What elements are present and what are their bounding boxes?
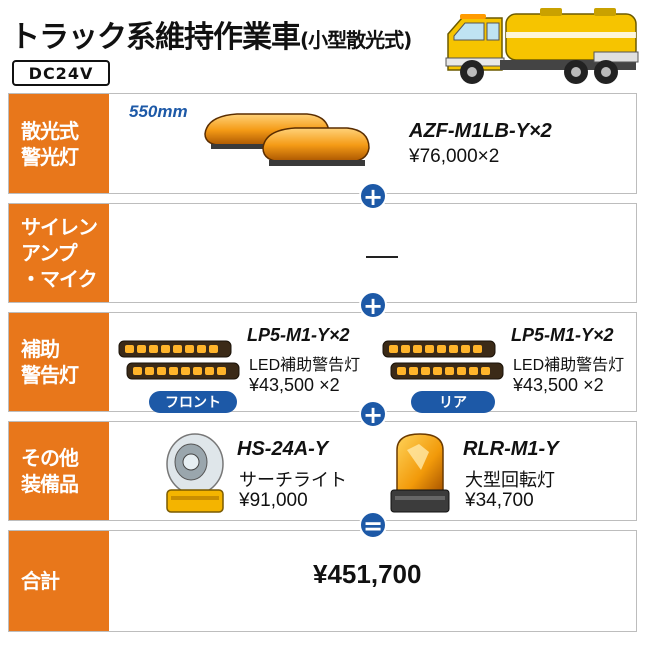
rear-tag: リア — [411, 391, 495, 413]
beacon-model: AZF-M1LB-Y×2 — [409, 120, 552, 142]
row-label: 合計 — [9, 531, 109, 631]
rotating-beacon-model: RLR-M1-Y — [463, 438, 559, 460]
truck-icon — [445, 8, 639, 84]
led-bar-icon — [382, 340, 504, 380]
aux-rear-desc: LED補助警告灯 — [513, 357, 625, 374]
lightbar-icon — [204, 113, 370, 166]
rotating-beacon-price: ¥34,700 — [465, 490, 534, 511]
aux-front-price: ¥43,500 ×2 — [249, 375, 340, 395]
none-dash — [366, 256, 398, 258]
row-label: サイレン アンプ ・マイク — [9, 204, 109, 302]
plus-icon: + — [359, 182, 387, 211]
led-bar-icon — [118, 340, 240, 380]
aux-rear-model: LP5-M1-Y×2 — [511, 325, 614, 345]
aux-front-model: LP5-M1-Y×2 — [247, 325, 350, 345]
row-aux-lights: 補助 警告灯 LP5-M1-Y×2 LED補助警告灯 ¥43,500 ×2 フロ… — [8, 312, 637, 413]
searchlight-price: ¥91,000 — [239, 490, 308, 511]
searchlight-desc: サーチライト — [239, 470, 347, 490]
title-main: トラック系維持作業車 — [10, 20, 301, 55]
row-total: 合計 ¥451,700 — [8, 530, 637, 632]
voltage-badge: DC24V — [12, 60, 110, 86]
total-price: ¥451,700 — [313, 559, 422, 589]
row-beacon: 散光式 警光灯 550mm AZF-M1LB-Y×2 ¥76,000×2 — [8, 93, 637, 194]
aux-rear-price: ¥43,500 ×2 — [513, 375, 604, 395]
row-label: 補助 警告灯 — [9, 313, 109, 411]
dimension-label: 550mm — [129, 102, 188, 121]
aux-front-desc: LED補助警告灯 — [249, 357, 361, 374]
row-label: その他 装備品 — [9, 422, 109, 520]
rotating-beacon-desc: 大型回転灯 — [465, 470, 555, 490]
title-subtitle: (小型散光式) — [300, 28, 412, 52]
rotating-beacon-icon — [390, 433, 450, 513]
plus-icon: + — [359, 400, 387, 429]
row-other-equipment: その他 装備品 HS-24A-Y サーチライト ¥91,000 RLR-M1-Y… — [8, 421, 637, 521]
row-siren: サイレン アンプ ・マイク — [8, 203, 637, 303]
searchlight-model: HS-24A-Y — [237, 438, 329, 460]
searchlight-icon — [166, 433, 224, 513]
plus-icon: + — [359, 291, 387, 320]
page-title: トラック系維持作業車(小型散光式) — [10, 12, 412, 56]
beacon-price: ¥76,000×2 — [409, 146, 500, 167]
row-label: 散光式 警光灯 — [9, 94, 109, 193]
front-tag: フロント — [149, 391, 237, 413]
equals-icon: = — [359, 511, 387, 540]
